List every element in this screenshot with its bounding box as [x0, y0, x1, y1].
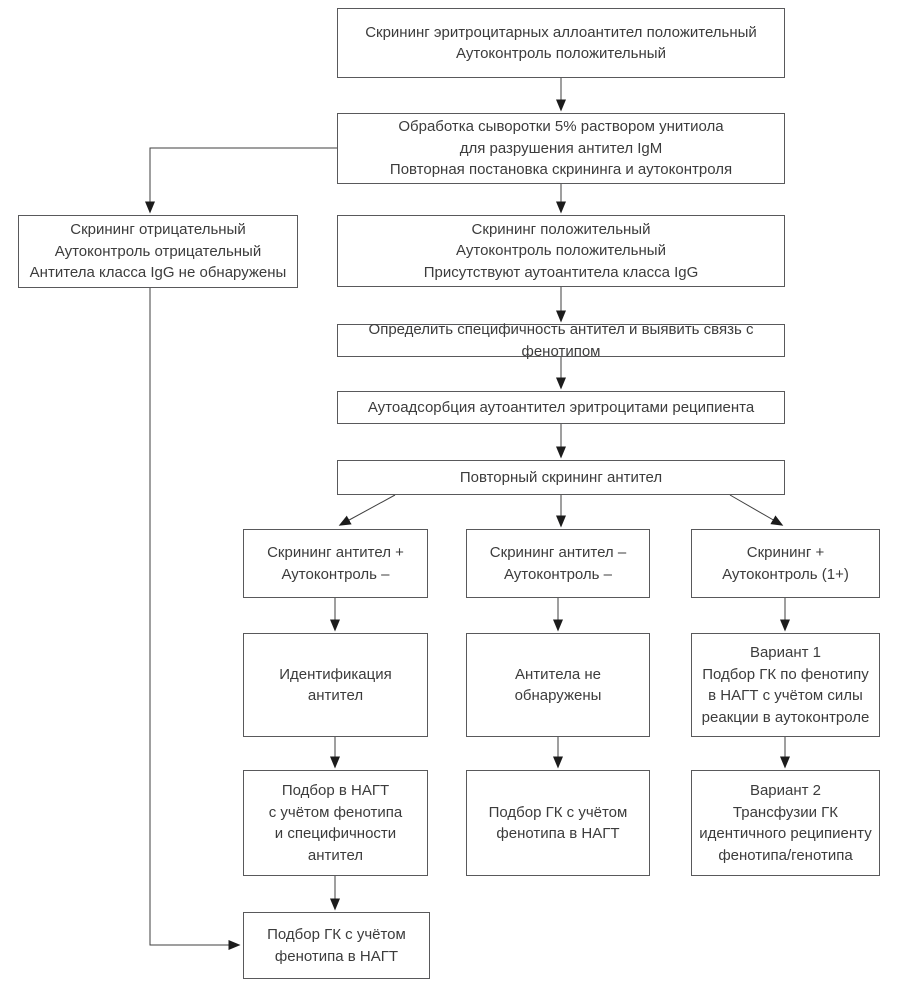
node-variant1-gk-phenotype: Вариант 1 Подбор ГК по фенотипу в НАГТ с… — [691, 633, 880, 737]
arrow-repeat-to-branch1-right — [729, 494, 784, 526]
node-repeat-screening: Повторный скрининг антител — [337, 460, 785, 495]
node-branch-screening-minus-auto-minus: Скрининг антител – Аутоконтроль – — [466, 529, 650, 598]
node-variant2-identical-transfusion: Вариант 2 Трансфузии ГК идентичного реци… — [691, 770, 880, 876]
node-screening-positive-start: Скрининг эритроцитарных аллоантител поло… — [337, 8, 785, 78]
node-screening-positive-igg: Скрининг положительный Аутоконтроль поло… — [337, 215, 785, 287]
node-branch-screening-plus-auto-1plus: Скрининг + Аутоконтроль (1+) — [691, 529, 880, 598]
node-antibodies-not-found: Антитела не обнаружены — [466, 633, 650, 737]
arrow-negative-to-final — [149, 288, 241, 950]
node-antibody-identification: Идентификация антител — [243, 633, 428, 737]
node-selection-nagt-specificity: Подбор в НАГТ с учётом фенотипа и специф… — [243, 770, 428, 876]
node-screening-negative: Скрининг отрицательный Аутоконтроль отри… — [18, 215, 298, 288]
node-autoadsorption: Аутоадсорбция аутоантител эритроцитами р… — [337, 391, 785, 424]
node-final-gk-selection: Подбор ГК с учётом фенотипа в НАГТ — [243, 912, 430, 979]
arrow-repeat-to-branch1-left — [338, 494, 396, 526]
node-branch-screening-plus-auto-minus: Скрининг антител + Аутоконтроль – — [243, 529, 428, 598]
node-unithiol-treatment: Обработка сыворотки 5% раствором унитиол… — [337, 113, 785, 184]
node-gk-selection-phenotype: Подбор ГК с учётом фенотипа в НАГТ — [466, 770, 650, 876]
arrow-unithiol-to-negative — [145, 147, 337, 214]
node-determine-specificity: Определить специфичность антител и выяви… — [337, 321, 785, 360]
